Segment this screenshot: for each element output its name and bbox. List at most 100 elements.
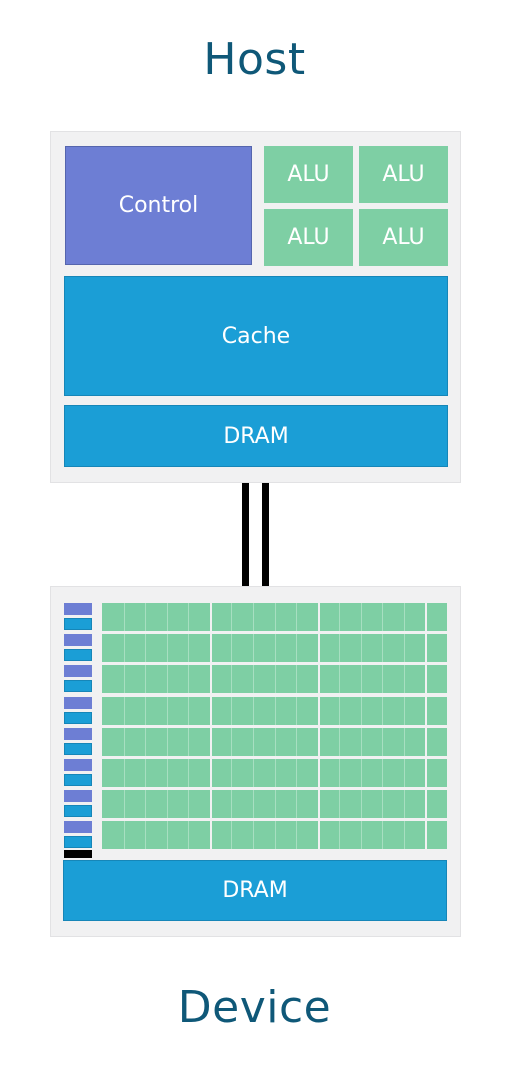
device-alu-cell-divider [231,790,232,818]
device-alu-row [102,728,447,756]
device-alu-cell-divider [318,697,320,725]
device-alu-cell-divider [124,665,125,693]
device-alu-row [102,790,447,818]
device-alu-cell-divider [382,603,383,631]
device-alu-cell-divider [425,821,427,849]
device-bottom-marker [64,850,92,858]
device-alu-cell-divider [339,634,340,662]
device-control-unit [64,759,92,771]
device-cache-unit [64,618,92,630]
device-alu-cell-divider [425,759,427,787]
device-alu-cell-divider [339,790,340,818]
host-device-connector-line [242,483,249,587]
device-alu-cell-divider [275,728,276,756]
device-control-unit [64,728,92,740]
device-alu-cell-divider [296,790,297,818]
device-alu-cell-divider [188,603,189,631]
device-alu-cell-divider [361,665,362,693]
device-alu-cell-divider [253,697,254,725]
device-alu-cell-divider [210,603,212,631]
device-alu-cell-divider [145,790,146,818]
host-alu-block: ALU [264,209,353,266]
device-alu-cell-divider [231,728,232,756]
device-alu-row [102,821,447,849]
device-cache-unit [64,712,92,724]
device-alu-cell-divider [275,759,276,787]
device-alu-cell-divider [318,665,320,693]
device-alu-cell-divider [339,821,340,849]
device-alu-cell-divider [231,603,232,631]
device-alu-cell-divider [167,697,168,725]
device-alu-cell-divider [296,603,297,631]
device-alu-cell-divider [188,759,189,787]
device-alu-cell-divider [382,759,383,787]
device-alu-cell-divider [361,728,362,756]
device-alu-cell-divider [124,697,125,725]
device-control-unit [64,634,92,646]
device-alu-row [102,697,447,725]
device-alu-cell-divider [296,759,297,787]
host-cache-label: Cache [221,323,291,349]
device-alu-cell-divider [318,790,320,818]
host-alu-block: ALU [264,146,353,203]
device-alu-cell-divider [404,697,405,725]
device-alu-cell-divider [404,821,405,849]
device-alu-cell-divider [361,697,362,725]
device-alu-cell-divider [404,603,405,631]
device-alu-cell-divider [382,665,383,693]
host-alu-block: ALU [359,209,448,266]
device-alu-cell-divider [167,665,168,693]
device-alu-cell-divider [296,728,297,756]
device-alu-cell-divider [318,821,320,849]
device-alu-cell-divider [188,790,189,818]
device-alu-cell-divider [145,728,146,756]
device-alu-cell-divider [404,665,405,693]
device-alu-cell-divider [210,697,212,725]
device-alu-cell-divider [318,759,320,787]
device-control-unit [64,821,92,833]
device-alu-cell-divider [425,603,427,631]
device-alu-cell-divider [167,790,168,818]
device-alu-cell-divider [361,634,362,662]
device-alu-cell-divider [210,665,212,693]
device-alu-cell-divider [253,634,254,662]
device-alu-cell-divider [210,728,212,756]
device-control-unit [64,665,92,677]
device-alu-cell-divider [210,759,212,787]
device-alu-row [102,759,447,787]
device-alu-cell-divider [425,728,427,756]
device-alu-cell-divider [339,665,340,693]
device-alu-cell-divider [275,603,276,631]
device-alu-cell-divider [361,603,362,631]
device-alu-cell-divider [188,697,189,725]
device-alu-cell-divider [425,790,427,818]
device-alu-row [102,665,447,693]
device-alu-cell-divider [318,728,320,756]
host-alu-label: ALU [287,162,330,187]
device-alu-cell-divider [231,759,232,787]
device-alu-cell-divider [210,634,212,662]
device-alu-cell-divider [188,634,189,662]
device-alu-cell-divider [188,665,189,693]
device-alu-cell-divider [382,821,383,849]
host-control-label: Control [118,193,199,218]
device-cache-unit [64,649,92,661]
device-title: Device [177,982,332,1033]
device-cache-unit [64,805,92,817]
host-alu-label: ALU [382,225,425,250]
host-title: Host [203,34,306,85]
device-alu-cell-divider [124,759,125,787]
host-alu-label: ALU [382,162,425,187]
device-alu-cell-divider [253,821,254,849]
device-alu-cell-divider [296,821,297,849]
device-alu-cell-divider [275,634,276,662]
device-alu-cell-divider [210,790,212,818]
device-alu-cell-divider [382,634,383,662]
host-dram-label: DRAM [223,423,289,449]
device-alu-cell-divider [425,697,427,725]
device-alu-cell-divider [361,790,362,818]
device-control-unit [64,697,92,709]
device-alu-cell-divider [167,634,168,662]
device-alu-cell-divider [167,759,168,787]
device-alu-cell-divider [167,821,168,849]
